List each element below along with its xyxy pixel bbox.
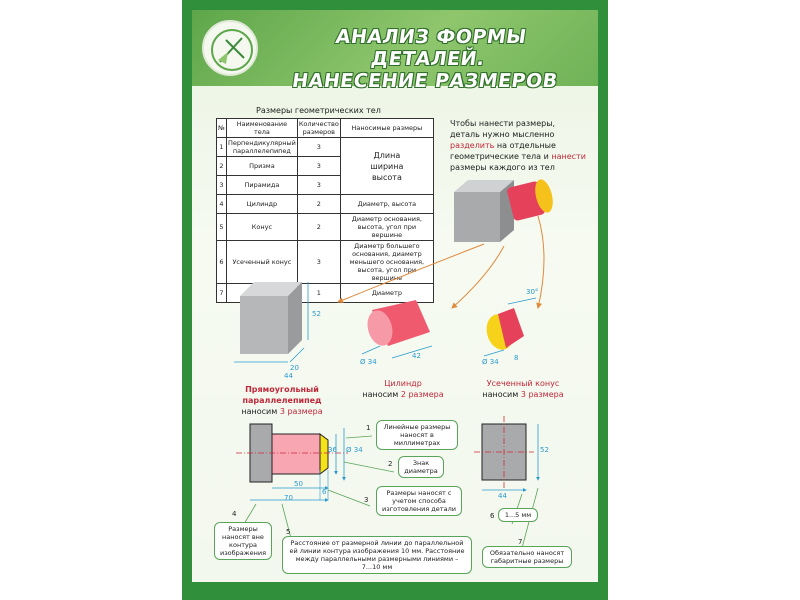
table-row: 5 Конус 2 Диаметр основания, высота, уго…	[216, 213, 435, 241]
row-name: Усеченный конус	[226, 240, 298, 284]
note-3: Размеры наносят с учетом способа изготов…	[376, 486, 462, 516]
side-view-drawing	[474, 416, 540, 492]
box-3d	[234, 282, 309, 363]
note-4: Размеры наносят вне контура изображения	[214, 522, 272, 560]
cylinder-dim-height: 42	[412, 352, 421, 360]
dim-34: Ø 34	[346, 446, 363, 454]
poster-content: АНАЛИЗ ФОРМЫ ДЕТАЛЕЙ. НАНЕСЕНИЕ РАЗМЕРОВ…	[192, 10, 598, 582]
box-dim-height: 52	[312, 310, 321, 318]
row-dims: Диаметр основания, высота, угол при верш…	[339, 213, 435, 241]
row-dims: Диаметр большего основания, диаметр мень…	[339, 240, 435, 284]
note-number: 4	[232, 510, 237, 518]
header-banner: АНАЛИЗ ФОРМЫ ДЕТАЛЕЙ. НАНЕСЕНИЕ РАЗМЕРОВ	[192, 10, 598, 92]
note-number: 7	[518, 538, 523, 546]
note-7: Обязательно наносят габаритные размеры	[482, 546, 572, 568]
note-5: Расстояние от размерной линии до паралле…	[282, 536, 472, 574]
box-dim-length: 44	[284, 372, 293, 380]
dim-50: 50	[294, 480, 303, 488]
row-count: 3	[296, 240, 341, 284]
dim-70: 70	[284, 494, 293, 502]
dim-52: 52	[540, 446, 549, 454]
box-dim-width: 20	[290, 364, 299, 372]
note-number: 5	[286, 528, 291, 536]
table-header-row: № Наименование тела Количество размеров …	[216, 118, 435, 138]
dimensions-table: № Наименование тела Количество размеров …	[216, 118, 435, 303]
row-name: Конус	[226, 213, 298, 241]
table-row: 4 Цилиндр 2 Диаметр, высота	[216, 194, 435, 214]
cone-dim-height: 8	[514, 354, 519, 362]
illustrations	[234, 179, 553, 549]
note-number: 6	[490, 512, 495, 520]
composite-part-3d	[454, 179, 553, 242]
note-number: 2	[388, 460, 393, 468]
dim-6: 6	[322, 488, 327, 496]
dim-44: 44	[498, 492, 507, 500]
note-1: Линейные размеры наносят в миллиметрах	[376, 420, 458, 450]
compass-logo-icon	[202, 20, 258, 76]
cone-dim-diameter: Ø 34	[482, 358, 499, 366]
cylinder-dim-diameter: Ø 34	[360, 358, 377, 366]
row-dims: Диаметр	[339, 283, 435, 303]
note-number: 1	[366, 424, 371, 432]
instruction-text: Чтобы нанести размеры, деталь нужно мысл…	[450, 119, 586, 172]
cylinder-caption: Цилиндр наносим 2 размера	[362, 379, 444, 399]
note-number: 3	[364, 496, 369, 504]
truncated-cone-3d	[483, 297, 537, 357]
cylinder-3d	[361, 300, 433, 359]
cone-dim-angle: 30°	[526, 288, 539, 296]
row-num: 7	[216, 283, 227, 303]
dim-36: 36	[328, 446, 337, 454]
cone-caption: Усеченный конус наносим 3 размера	[482, 379, 564, 399]
note-6: 1...5 мм	[498, 508, 538, 522]
front-view-drawing	[236, 423, 348, 502]
table-caption: Размеры геометрических тел	[256, 106, 381, 115]
note-2: Знак диаметра	[398, 456, 444, 478]
table-row: 6 Усеченный конус 3 Диаметр большего осн…	[216, 240, 435, 284]
box-caption: Прямоугольный параллелепипед наносим 3 р…	[241, 385, 323, 416]
